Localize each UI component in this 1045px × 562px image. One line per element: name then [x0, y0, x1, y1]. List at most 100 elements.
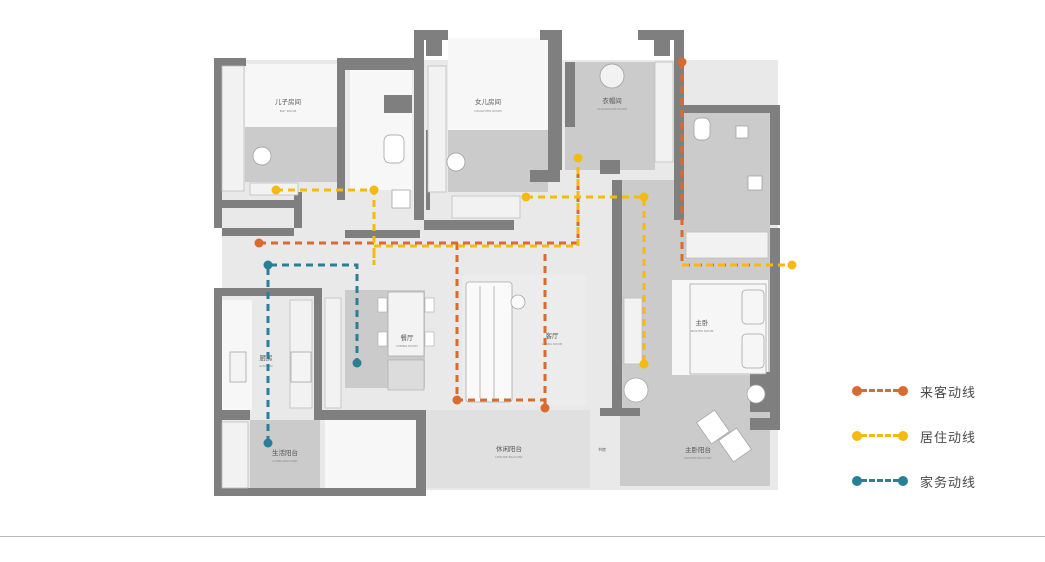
service-balcony-area — [250, 420, 320, 492]
resident-dot — [573, 153, 583, 163]
guest-dot — [540, 403, 550, 413]
legend-item-housework: 家务动线 — [852, 468, 1032, 494]
table-top — [387, 291, 425, 357]
resident-flow-line — [276, 188, 376, 265]
wall — [294, 192, 302, 228]
room-sub: BOY ROOM — [280, 109, 297, 113]
sink — [391, 189, 411, 209]
wall — [674, 30, 684, 220]
room-label: 衣帽间 — [602, 96, 622, 105]
resident-dot — [369, 185, 379, 195]
kitchen-sink — [229, 351, 247, 383]
room-label: 主卧阳台 — [685, 445, 711, 454]
wall — [654, 40, 670, 56]
wall — [600, 160, 620, 174]
legend-dot — [898, 386, 908, 396]
wall — [770, 105, 780, 225]
cabinet — [324, 297, 342, 409]
chair — [424, 331, 435, 347]
resident-dot — [521, 192, 531, 202]
room-label: 餐厅 — [401, 333, 415, 342]
chair — [446, 152, 466, 172]
lounge-chair — [695, 409, 731, 445]
wall — [222, 200, 294, 208]
legend-dot — [852, 431, 862, 441]
tv-cabinet — [623, 297, 643, 365]
room-label: 生活阳台 — [272, 448, 298, 457]
wall — [426, 40, 442, 56]
wall — [345, 230, 420, 238]
housework-dot — [263, 260, 273, 270]
wall — [222, 228, 294, 236]
wall — [612, 180, 622, 410]
legend-swatch — [852, 474, 908, 488]
wall — [548, 30, 562, 170]
wall — [384, 95, 412, 113]
room-sub: MASTER BALCONY — [684, 456, 712, 460]
legend-label: 来客动线 — [920, 385, 977, 401]
wardrobe — [451, 195, 521, 219]
wall — [214, 58, 246, 66]
round-table — [623, 377, 649, 403]
wardrobe — [221, 65, 245, 192]
wardrobe — [654, 61, 674, 163]
bath-mid-light — [350, 70, 412, 190]
legend-dot — [898, 431, 908, 441]
room-sub: LIVING BALCONY — [272, 459, 297, 463]
room-label: 儿子房间 — [275, 97, 301, 106]
sofa — [465, 281, 526, 403]
legend-dash — [861, 389, 899, 392]
legend-dot — [852, 476, 862, 486]
wall — [222, 288, 322, 296]
room-sub: DAUGHTER ROOM — [474, 109, 502, 113]
chair — [252, 146, 272, 166]
room-label: 厨房 — [260, 353, 273, 362]
room-sub: KITCHEN — [260, 364, 273, 368]
legend-dot — [898, 476, 908, 486]
wall — [770, 228, 780, 418]
legend-label: 家务动线 — [920, 475, 977, 491]
wall — [222, 410, 250, 420]
pillow — [741, 333, 765, 369]
resident-dot — [271, 185, 281, 195]
chair — [377, 331, 388, 347]
room-labels: 儿子房间 BOY ROOM 女儿房间 DAUGHTER ROOM 衣帽间 CLO… — [260, 96, 714, 463]
legend-dash — [861, 479, 899, 482]
resident-flow-line — [374, 158, 580, 248]
bottom-divider — [0, 536, 1045, 537]
island — [387, 359, 425, 391]
daughter-bedroom-light — [448, 38, 548, 130]
legend-item-guest: 来客动线 — [852, 378, 1032, 404]
guest-dot — [677, 57, 687, 67]
legend: 来客动线 居住动线 家务动线 — [852, 378, 1032, 513]
wall — [530, 170, 560, 182]
resident-dot — [639, 192, 649, 202]
housework-dots — [263, 260, 362, 448]
wall — [638, 30, 682, 40]
desk-chairs — [252, 63, 625, 172]
wall — [337, 58, 345, 200]
housework-flow — [266, 263, 359, 443]
room-label: 女儿房间 — [475, 97, 501, 106]
storage-light — [325, 420, 417, 490]
wardrobe — [427, 65, 447, 193]
resident-flow-line — [526, 195, 646, 364]
cabinet — [221, 421, 249, 489]
wall — [565, 62, 575, 127]
housework-dot — [352, 358, 362, 368]
legend-item-resident: 居住动线 — [852, 423, 1032, 449]
bath-fixtures — [229, 117, 763, 383]
room-sub: CLOAKROOM ROOM — [597, 107, 627, 111]
wall — [414, 30, 448, 40]
wall — [414, 30, 424, 220]
balcony-area — [425, 410, 590, 488]
wall — [600, 408, 640, 416]
sofa-base — [465, 281, 513, 403]
wall — [320, 410, 420, 420]
wall — [214, 488, 424, 496]
chair — [599, 63, 625, 89]
toilet-right — [693, 117, 711, 141]
room-sub: LEISURE BALCONY — [495, 455, 523, 459]
legend-dash — [861, 434, 899, 437]
room-label: 书房 — [598, 446, 606, 452]
